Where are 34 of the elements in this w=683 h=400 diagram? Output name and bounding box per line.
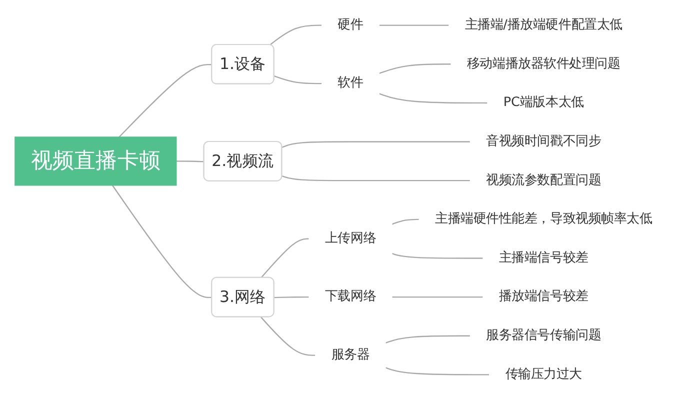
node-text: 传输压力过大: [505, 367, 582, 382]
connector: [392, 218, 420, 225]
connector: [282, 141, 470, 148]
node-text: 服务器: [331, 348, 370, 362]
node-text: 视频流参数配置问题: [486, 172, 602, 188]
connector: [378, 64, 452, 74]
node-text: 移动端播放器软件处理问题: [466, 56, 620, 72]
connector: [260, 238, 310, 278]
connector: [378, 24, 450, 26]
node-text: 主播端/播放端硬件配置太低: [464, 18, 622, 32]
node-text: 服务器信号传输问题: [486, 328, 602, 343]
connector: [176, 160, 204, 162]
node-text: PC端版本太低: [503, 95, 584, 110]
node-text: 下载网络: [324, 289, 376, 304]
connector: [385, 367, 490, 376]
node-box: 视频直播卡顿: [14, 136, 177, 186]
connector: [270, 24, 322, 46]
connector: [274, 76, 322, 84]
connector: [385, 335, 470, 344]
connector: [392, 252, 484, 259]
node-text: 音视频时间戳不同步: [486, 134, 602, 149]
node-text: 主播端信号较差: [498, 250, 588, 266]
node-text: 播放端信号较差: [498, 289, 588, 304]
connector: [118, 64, 212, 138]
connector: [378, 93, 488, 104]
node-text: 硬件: [338, 18, 364, 32]
node-text: 上传网络: [324, 231, 376, 246]
node-text: 软件: [338, 76, 364, 91]
connector: [260, 316, 316, 356]
node-text: 主播端硬件性能差，导致视频帧率太低: [434, 212, 652, 227]
connector: [282, 175, 470, 182]
connector: [112, 184, 212, 298]
connector: [392, 296, 484, 298]
connector: [274, 296, 310, 298]
